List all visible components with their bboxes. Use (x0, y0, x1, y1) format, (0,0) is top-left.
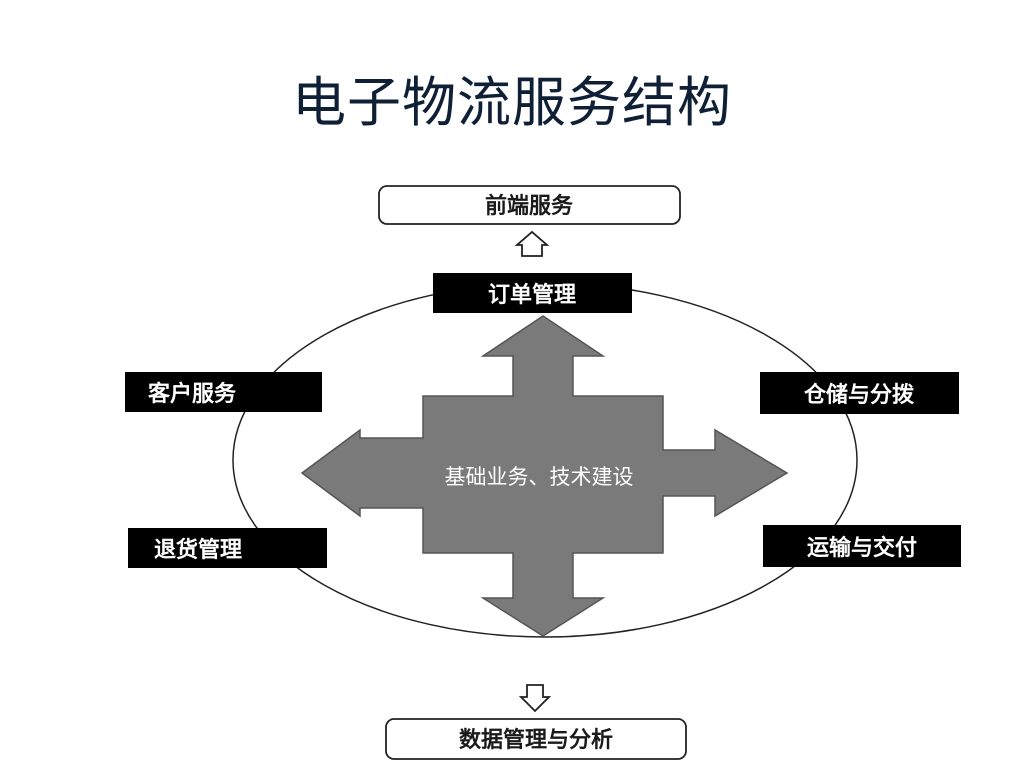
bottom-box-label: 数据管理与分析 (459, 727, 613, 753)
node-returns: 退货管理 (128, 528, 327, 568)
page-title: 电子物流服务结构 (292, 71, 732, 134)
up-arrow-icon (514, 230, 550, 257)
node-order-label: 订单管理 (488, 282, 576, 308)
center-label: 基础业务、技术建设 (445, 465, 634, 489)
node-transport: 运输与交付 (763, 525, 961, 567)
top-box-label: 前端服务 (485, 193, 574, 219)
center-cross-arrow (300, 315, 789, 637)
node-warehouse-label: 仓储与分拨 (803, 382, 915, 408)
node-returns-label: 退货管理 (154, 537, 242, 563)
node-warehouse: 仓储与分拨 (760, 372, 959, 414)
node-order: 订单管理 (433, 273, 632, 313)
top-box: 前端服务 (378, 185, 681, 225)
down-arrow-icon (518, 684, 552, 713)
node-customer-label: 客户服务 (148, 381, 237, 407)
bottom-box: 数据管理与分析 (385, 718, 687, 760)
node-customer: 客户服务 (125, 372, 322, 412)
node-transport-label: 运输与交付 (807, 535, 917, 561)
